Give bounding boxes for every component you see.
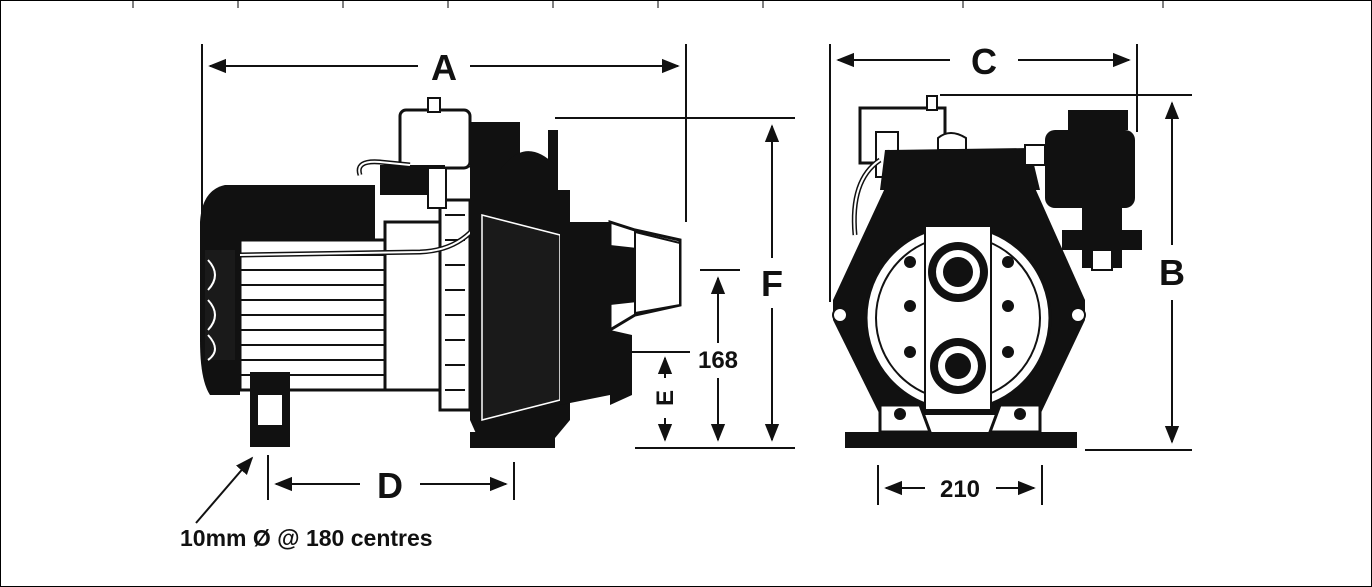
dimension-label-a: A (431, 47, 457, 88)
dimension-label-d: D (377, 465, 403, 506)
pump-side-view (200, 97, 682, 448)
mounting-hole-note: 10mm Ø @ 180 centres (180, 525, 433, 551)
side-view-dimensions (195, 44, 795, 524)
top-ticks (132, 0, 1164, 8)
dimension-label-210: 210 (940, 476, 980, 503)
dimension-label-c: C (971, 41, 997, 82)
pump-end-view (832, 95, 1142, 448)
dimension-label-b: B (1159, 252, 1185, 293)
end-view-dimensions (829, 44, 1192, 505)
dimension-label-e: E (652, 390, 679, 406)
dimension-label-168: 168 (698, 347, 738, 374)
dimension-label-f: F (761, 263, 783, 304)
